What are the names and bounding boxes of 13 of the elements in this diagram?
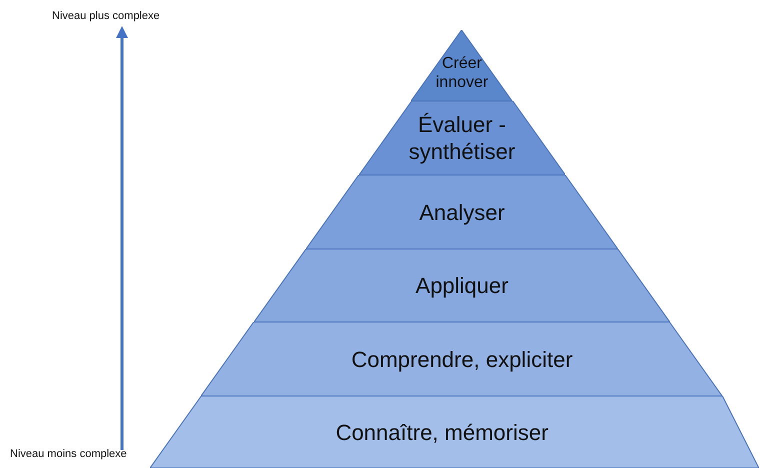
level-label: Comprendre, expliciter	[351, 346, 573, 374]
level-label: Évaluer - synthétiser	[408, 111, 516, 165]
pyramid-level	[358, 101, 566, 175]
level-label: Créer innover	[434, 54, 490, 92]
pyramid-level	[306, 175, 618, 249]
level-label: Connaître, mémoriser	[336, 418, 548, 446]
pyramid-level	[201, 322, 723, 396]
pyramid-level	[254, 249, 670, 322]
axis-label: Niveau plus complexe	[52, 9, 160, 24]
axis-label: Niveau moins complexe	[10, 447, 127, 462]
level-label: Appliquer	[416, 272, 508, 300]
pyramid-level	[150, 396, 759, 468]
level-label: Analyser	[419, 198, 505, 227]
